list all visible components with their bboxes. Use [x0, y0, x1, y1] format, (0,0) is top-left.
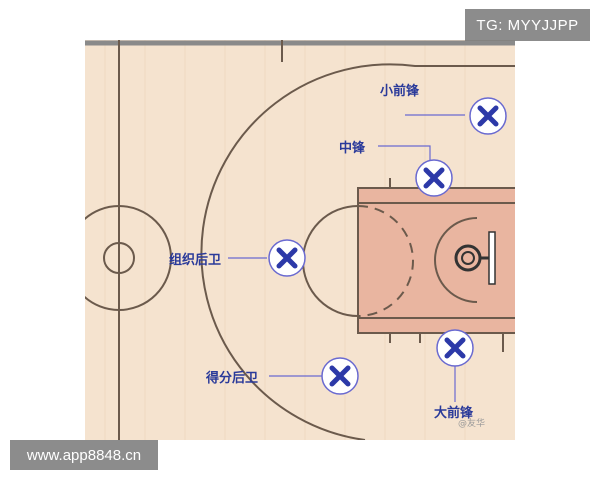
leader-lines — [228, 114, 465, 402]
hoop-inner — [461, 251, 475, 265]
player-marker-power-forward — [436, 329, 474, 367]
label-shooting-guard: 得分后卫 — [206, 371, 259, 386]
center-circle-inner — [103, 242, 135, 274]
backboard — [488, 231, 496, 285]
court-diagram — [85, 40, 515, 440]
watermark-bottom: www.app8848.cn — [10, 440, 158, 470]
label-point-guard: 组织后卫 — [169, 253, 222, 268]
player-marker-small-forward — [469, 97, 507, 135]
center-circle — [85, 205, 172, 311]
three-point-line — [200, 63, 515, 440]
label-center: 中锋 — [339, 141, 366, 156]
basketball-court: 小前锋 中锋 组织后卫 得分后卫 大前锋 @友华 — [85, 40, 515, 440]
leader-center — [378, 145, 431, 160]
free-throw-circle-dashed — [357, 205, 414, 317]
player-marker-shooting-guard — [321, 357, 359, 395]
label-power-forward: 大前锋 — [434, 406, 474, 421]
watermark-top: TG: MYYJJPP — [465, 9, 590, 41]
label-small-forward: 小前锋 — [380, 84, 420, 99]
restricted-arc — [434, 217, 478, 303]
player-markers — [268, 97, 507, 395]
player-marker-center — [415, 159, 453, 197]
image-credit: @友华 — [458, 419, 486, 429]
player-marker-point-guard — [268, 239, 306, 277]
